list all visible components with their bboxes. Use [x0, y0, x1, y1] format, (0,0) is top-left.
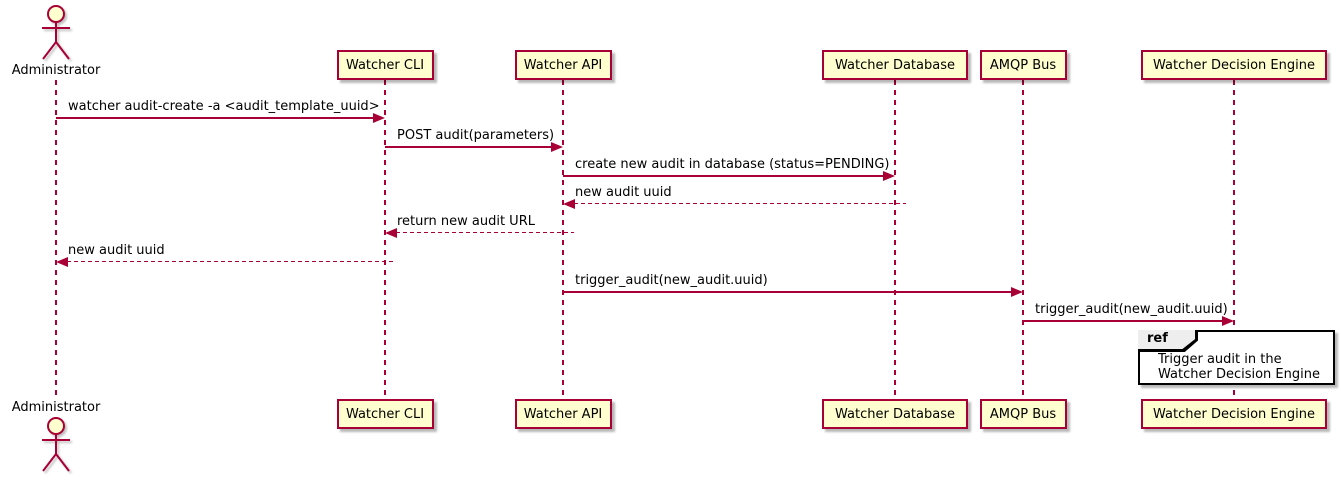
message-label: create new audit in database (status=PEN… [575, 157, 890, 172]
message-arrowhead-icon [373, 113, 385, 123]
message-label: trigger_audit(new_audit.uuid) [575, 273, 768, 288]
message-label: watcher audit-create -a <audit_template_… [68, 99, 380, 114]
participant-box-top-watcher-decision-engine: Watcher Decision Engine [1141, 50, 1327, 80]
message-line [385, 146, 552, 148]
message-label: return new audit URL [397, 214, 535, 229]
participant-box-bottom-watcher-cli: Watcher CLI [336, 399, 434, 429]
message-line [574, 203, 906, 204]
actor-figure-top-icon [37, 4, 75, 66]
message-line [56, 117, 374, 119]
message-label: new audit uuid [68, 243, 165, 258]
message-line [396, 232, 574, 233]
lifeline-watcher-api [562, 80, 564, 399]
ref-tag: ref [1138, 330, 1198, 352]
lifeline-amqp-bus [1022, 80, 1024, 399]
participant-box-bottom-watcher-api: Watcher API [514, 399, 612, 429]
message-arrowhead-icon [883, 171, 895, 181]
participant-box-bottom-watcher-database: Watcher Database [822, 399, 968, 429]
participant-box-top-watcher-database: Watcher Database [822, 50, 968, 80]
message-arrowhead-icon [1222, 316, 1234, 326]
actor-label-bottom: Administrator [11, 400, 101, 415]
actor-figure-bottom-icon [37, 416, 75, 478]
message-arrowhead-icon [551, 142, 563, 152]
message-arrowhead-icon [56, 257, 68, 267]
message-arrowhead-icon [385, 228, 397, 238]
lifeline-administrator [55, 80, 57, 399]
lifeline-watcher-decision-engine [1233, 80, 1235, 399]
message-line [563, 291, 1012, 293]
message-label: new audit uuid [575, 185, 672, 200]
message-line [67, 261, 396, 262]
participant-box-bottom-watcher-decision-engine: Watcher Decision Engine [1141, 399, 1327, 429]
participant-box-bottom-amqp-bus: AMQP Bus [979, 399, 1067, 429]
message-line [1023, 320, 1223, 322]
message-line [563, 175, 884, 177]
lifeline-watcher-cli [384, 80, 386, 399]
ref-text-line: Trigger audit in the [1158, 352, 1282, 367]
participant-box-top-watcher-cli: Watcher CLI [336, 50, 434, 80]
participant-box-top-amqp-bus: AMQP Bus [979, 50, 1067, 80]
lifeline-watcher-database [894, 80, 896, 399]
ref-text-line: Watcher Decision Engine [1158, 367, 1320, 382]
participant-box-top-watcher-api: Watcher API [514, 50, 612, 80]
ref-tag-label: ref [1138, 330, 1195, 349]
message-label: trigger_audit(new_audit.uuid) [1035, 302, 1228, 317]
message-arrowhead-icon [563, 199, 575, 209]
message-arrowhead-icon [1011, 287, 1023, 297]
message-label: POST audit(parameters) [397, 128, 555, 143]
actor-label-top: Administrator [11, 63, 101, 78]
